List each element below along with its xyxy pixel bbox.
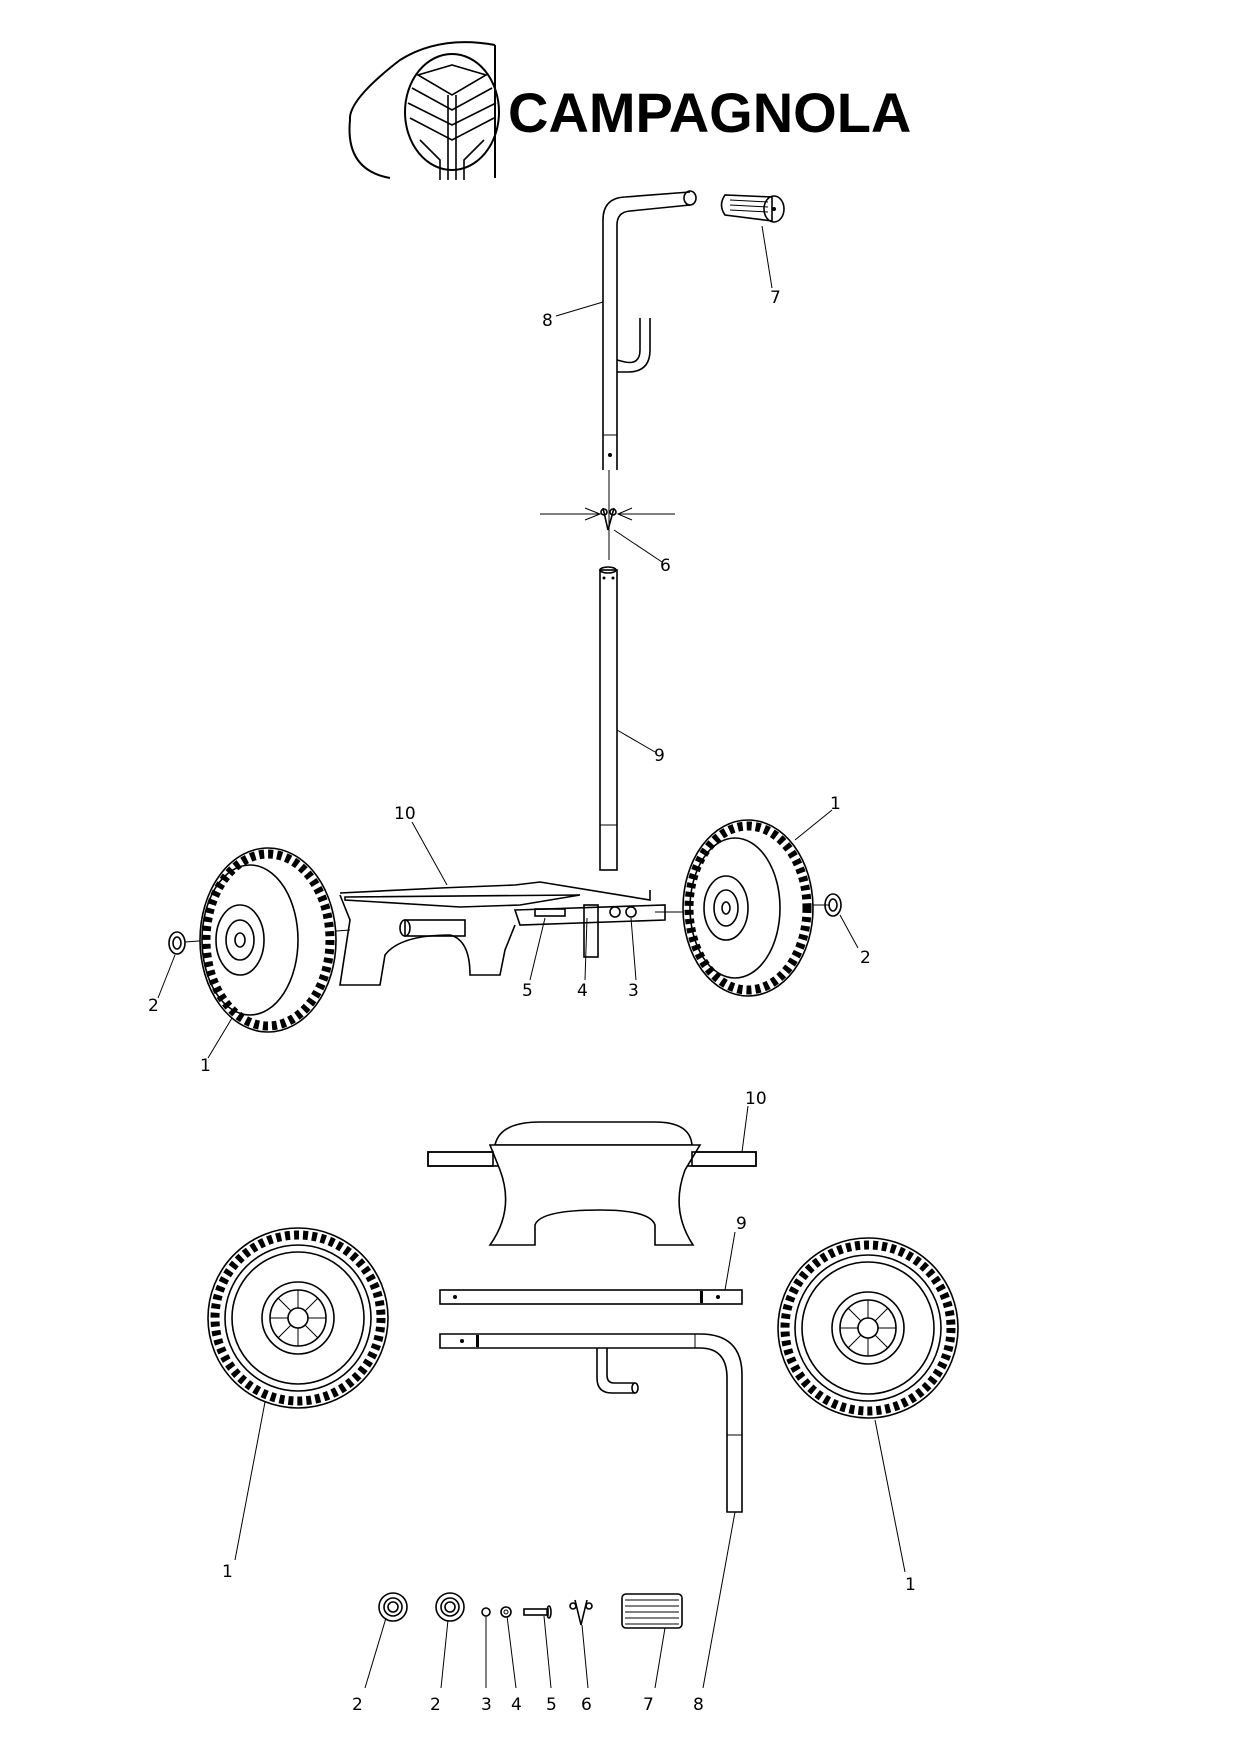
bolt: [523, 1605, 552, 1619]
hubcap-2: [435, 1592, 465, 1622]
hardware-parts: [378, 1592, 683, 1629]
washer: [500, 1606, 512, 1618]
lower-tube-side: [439, 1289, 743, 1305]
hubcap-1: [378, 1592, 408, 1622]
wheel-right-top: [682, 819, 814, 997]
grip: [621, 1593, 683, 1629]
callout-9: 9: [736, 1214, 747, 1234]
spring-pin: [540, 470, 675, 560]
callout-8: 8: [693, 1695, 704, 1715]
callout-3: 3: [628, 981, 639, 1001]
small-hardware-top: [534, 906, 637, 918]
chassis-frame-front: [427, 1121, 757, 1246]
brand-name: CAMPAGNOLA: [508, 81, 911, 144]
hubcap-left-top: [168, 931, 186, 955]
wheel-left-bottom: [207, 1227, 389, 1409]
callout-1: 1: [222, 1562, 233, 1582]
callout-1: 1: [830, 794, 841, 814]
nut: [481, 1607, 491, 1617]
callout-8: 8: [542, 311, 553, 331]
callout-1: 1: [200, 1056, 211, 1076]
callout-10: 10: [745, 1089, 767, 1109]
callout-1: 1: [905, 1575, 916, 1595]
callout-2: 2: [860, 948, 871, 968]
pin: [569, 1599, 593, 1626]
leader-lines-top: [157, 225, 859, 1059]
callout-9: 9: [654, 746, 665, 766]
wheel-right-bottom: [777, 1237, 959, 1419]
callout-3: 3: [481, 1695, 492, 1715]
lower-tube: [599, 566, 618, 871]
campagnola-logo: CAMPAGNOLA: [348, 41, 911, 180]
callout-5: 5: [522, 981, 533, 1001]
callout-7: 7: [770, 288, 781, 308]
handle-grip: [720, 194, 785, 223]
wheel-left-top: [199, 847, 337, 1033]
callout-10: 10: [394, 804, 416, 824]
callout-5: 5: [546, 1695, 557, 1715]
callout-6: 6: [660, 556, 671, 576]
callout-labels-bottom: 10 9 1 1 2 2 3 4 5 6 7 8: [222, 1089, 916, 1715]
hubcap-right-top: [824, 893, 842, 917]
callout-2: 2: [430, 1695, 441, 1715]
callout-labels-top: 8 7 6 9 10 1 2 2 1 5 4 3: [148, 288, 871, 1076]
callout-2: 2: [148, 996, 159, 1016]
callout-4: 4: [511, 1695, 522, 1715]
callout-7: 7: [643, 1695, 654, 1715]
callout-6: 6: [581, 1695, 592, 1715]
leader-lines-bottom: [234, 1105, 906, 1689]
callout-2: 2: [352, 1695, 363, 1715]
handle-tube: [602, 190, 697, 470]
callout-4: 4: [577, 981, 588, 1001]
handle-tube-side: [439, 1333, 743, 1513]
